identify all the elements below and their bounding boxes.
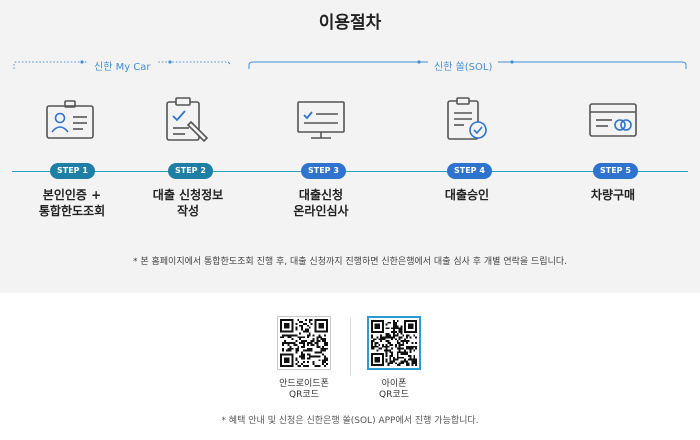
monitor-check-icon <box>294 96 348 144</box>
step-label-2-line1: 대출 신청정보 <box>152 188 224 202</box>
group-label-sol: 신한 쏠(SOL) <box>428 58 499 73</box>
step-badge-2: STEP 2 <box>168 163 213 179</box>
qr-divider <box>350 318 351 376</box>
step-label-1-line1: 본인인증 + <box>42 188 102 202</box>
step-badge-5: STEP 5 <box>593 163 638 179</box>
iphone-qr-code[interactable] <box>367 316 421 370</box>
timeline-line <box>12 171 688 172</box>
id-card-icon <box>43 96 97 144</box>
step-label-5-line1: 차량구매 <box>590 188 636 202</box>
iphone-qr-caption: 아이폰 QR코드 <box>359 379 429 401</box>
step-label-1-line2: 통합한도조회 <box>38 204 106 218</box>
step-label-2: 대출 신청정보 작성 <box>128 187 248 219</box>
step-label-4-line1: 대출승인 <box>444 188 490 202</box>
card-payment-icon <box>586 96 640 144</box>
step-label-2-line2: 작성 <box>176 204 200 218</box>
android-qr-caption-line2: QR코드 <box>289 390 319 400</box>
document-approved-icon <box>440 96 494 144</box>
step-badge-1: STEP 1 <box>50 163 95 179</box>
step-label-3: 대출신청 온라인심사 <box>261 187 381 219</box>
android-qr-image <box>277 316 331 370</box>
android-qr-code[interactable] <box>277 316 331 370</box>
step-label-1: 본인인증 + 통합한도조회 <box>12 187 132 219</box>
process-note: * 본 홈페이지에서 통합한도조회 진행 후, 대출 신청까지 진행하면 신한은… <box>132 257 568 267</box>
android-qr-caption: 안드로이드폰 QR코드 <box>269 379 339 401</box>
iphone-qr-caption-line2: QR코드 <box>379 390 409 400</box>
group-label-mycar: 신한 My Car <box>88 58 157 73</box>
step-label-3-line2: 온라인심사 <box>293 204 349 218</box>
page-title: 이용절차 <box>318 13 382 33</box>
step-label-3-line1: 대출신청 <box>298 188 344 202</box>
step-badge-3: STEP 3 <box>301 163 346 179</box>
step-badge-4: STEP 4 <box>447 163 492 179</box>
step-label-5: 차량구매 <box>553 187 673 203</box>
android-qr-caption-line1: 안드로이드폰 <box>279 379 329 389</box>
iphone-qr-caption-line1: 아이폰 <box>381 379 407 389</box>
process-section <box>0 0 700 293</box>
iphone-qr-image <box>367 316 421 370</box>
clipboard-pen-icon <box>161 96 215 144</box>
step-label-4: 대출승인 <box>407 187 527 203</box>
app-note: * 혜택 안내 및 신청은 신한은행 쏠(SOL) APP에서 진행 가능합니다… <box>221 416 479 426</box>
